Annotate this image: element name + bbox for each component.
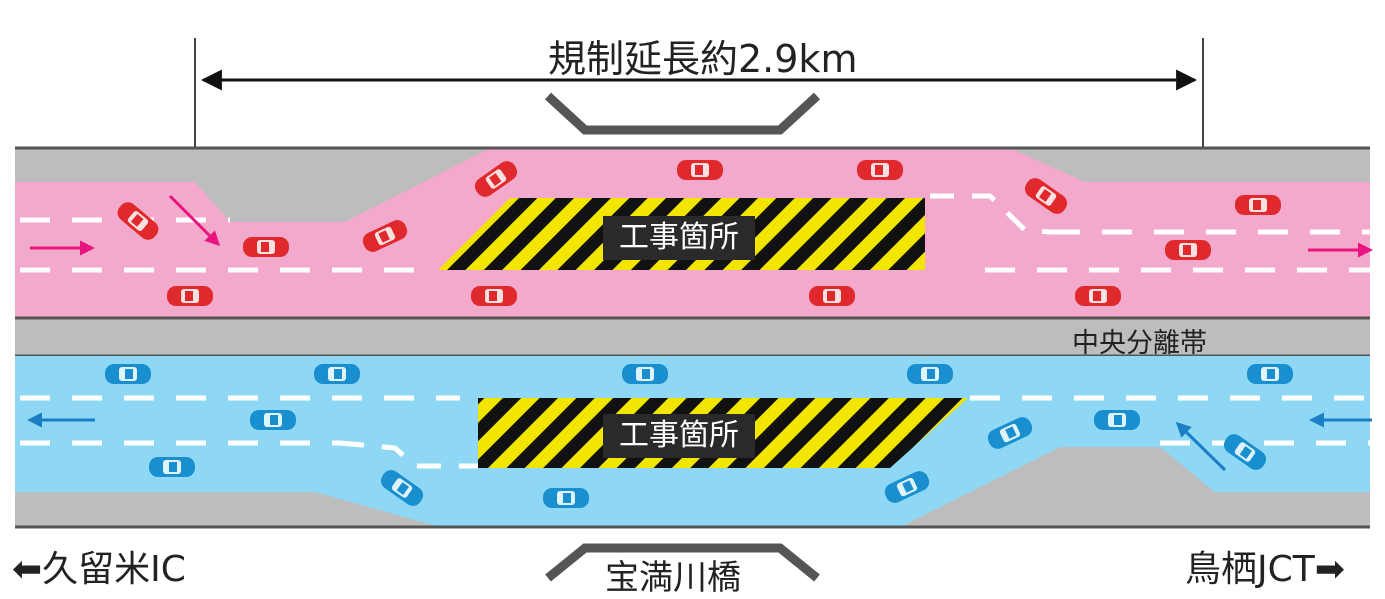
blue-car xyxy=(543,488,589,508)
red-car xyxy=(471,286,517,306)
red-car xyxy=(362,220,408,252)
lower-merge-arrow xyxy=(1175,421,1227,472)
traffic-restriction-diagram: 規制延長約2.9km 工事箇所 工事箇所 中央分離帯 宝満川橋 ⬅久留米IC 鳥… xyxy=(12,37,1373,598)
red-car xyxy=(1024,178,1068,214)
median-strip xyxy=(15,318,1370,356)
blue-car xyxy=(1094,410,1140,430)
blue-car xyxy=(1223,434,1267,470)
red-car xyxy=(857,160,903,180)
red-car xyxy=(1165,240,1211,260)
blue-car xyxy=(884,471,930,503)
red-car xyxy=(1235,195,1281,215)
red-car xyxy=(167,286,213,306)
blue-car xyxy=(987,417,1033,449)
blue-car xyxy=(622,364,668,384)
direction-right-label: 鳥栖JCT➡ xyxy=(1185,549,1345,590)
median-label: 中央分離帯 xyxy=(1072,328,1207,359)
blue-car xyxy=(314,364,360,384)
bridge-label: 宝満川橋 xyxy=(605,558,741,598)
red-car xyxy=(1075,286,1121,306)
upper-work-zone-label: 工事箇所 xyxy=(603,216,755,260)
blue-car xyxy=(1247,364,1293,384)
length-dimension xyxy=(194,38,1204,148)
red-car xyxy=(677,160,723,180)
blue-car xyxy=(250,410,296,430)
upper-merge-arrow xyxy=(168,194,221,247)
red-car xyxy=(243,237,289,257)
blue-car xyxy=(149,457,195,477)
red-car xyxy=(117,202,159,240)
direction-left-label: ⬅久留米IC xyxy=(12,549,186,590)
bridge-mark-bottom xyxy=(545,543,820,582)
bridge-mark-top xyxy=(544,92,821,135)
blue-car xyxy=(380,470,424,506)
diagram-canvas xyxy=(15,38,1373,582)
red-car xyxy=(474,161,518,197)
restriction-length-label: 規制延長約2.9km xyxy=(548,37,858,81)
lower-lane-markings xyxy=(20,395,1370,469)
lower-work-zone-label: 工事箇所 xyxy=(603,414,755,458)
blue-car xyxy=(105,364,151,384)
red-car xyxy=(809,286,855,306)
blue-car xyxy=(907,364,953,384)
